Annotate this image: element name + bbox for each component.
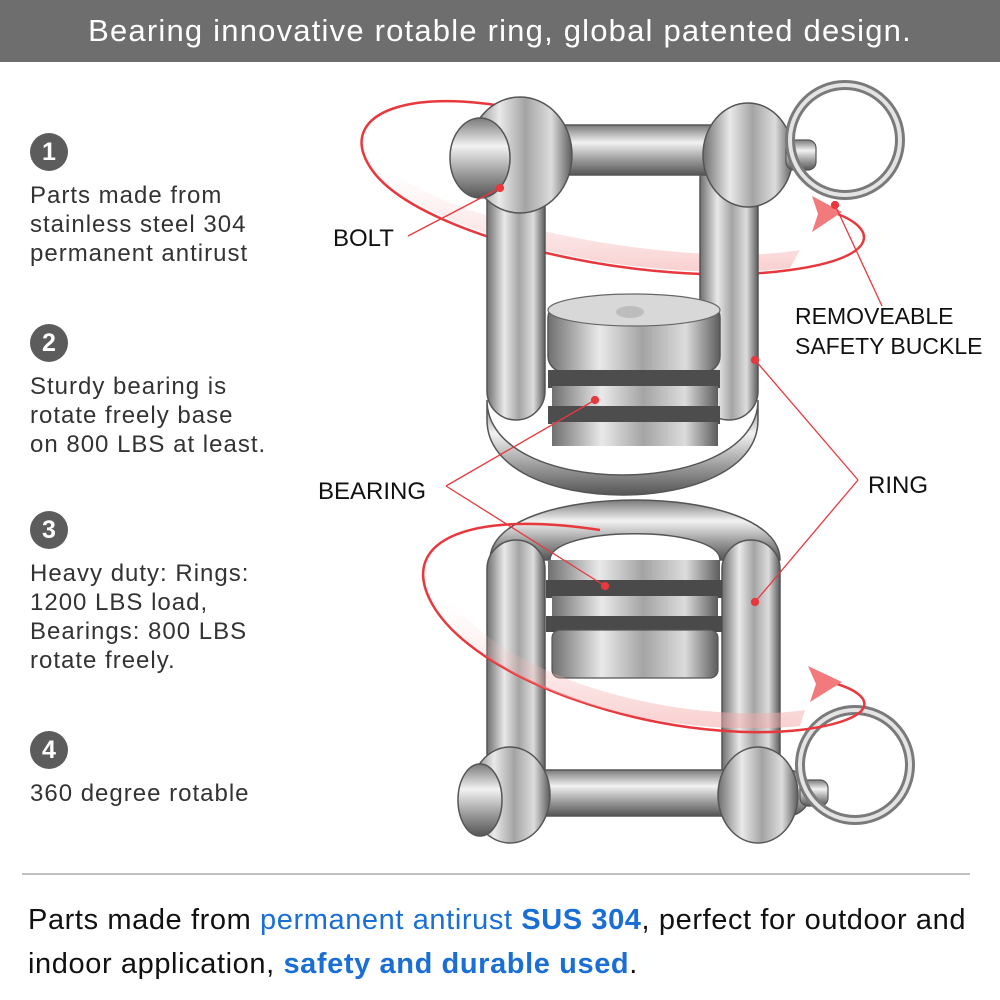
- feature-text-4: 360 degree rotable: [30, 780, 250, 807]
- feature-number-1: 1: [30, 133, 68, 171]
- footer-part-5: safety and durable used: [283, 948, 630, 980]
- header-banner: Bearing innovative rotable ring, global …: [0, 0, 1000, 62]
- feature-2: 2 Sturdy bearing is rotate freely base o…: [30, 324, 290, 459]
- footer-text: Parts made from permanent antirust SUS 3…: [28, 898, 978, 986]
- label-safety-buckle: REMOVEABLE SAFETY BUCKLE: [795, 303, 983, 359]
- footer-part-6: .: [629, 948, 638, 980]
- feature-text-3: Heavy duty: Rings: 1200 LBS load, Bearin…: [30, 560, 250, 674]
- footer-part-1: Parts made from: [28, 904, 260, 936]
- footer-part-2: permanent antirust: [260, 904, 522, 936]
- footer-part-3: SUS 304: [521, 904, 642, 936]
- lower-rotation-arrow: [421, 522, 866, 734]
- bottom-safety-ring: [795, 705, 915, 825]
- footer-divider: [22, 873, 970, 875]
- upper-shackle: [449, 96, 817, 496]
- feature-number-3: 3: [30, 511, 68, 549]
- feature-text-1: Parts made from stainless steel 304 perm…: [30, 182, 249, 267]
- label-bearing: BEARING: [318, 478, 427, 505]
- feature-4: 4 360 degree rotable: [30, 731, 290, 808]
- label-ring: RING: [868, 472, 928, 499]
- feature-number-2: 2: [30, 324, 68, 362]
- feature-number-4: 4: [30, 731, 68, 769]
- top-safety-ring: [785, 80, 905, 200]
- feature-1: 1 Parts made from stainless steel 304 pe…: [30, 133, 290, 268]
- callout-pointers: [407, 183, 883, 607]
- feature-3: 3 Heavy duty: Rings: 1200 LBS load, Bear…: [30, 511, 290, 675]
- label-bolt: BOLT: [333, 225, 394, 252]
- feature-text-2: Sturdy bearing is rotate freely base on …: [30, 373, 267, 458]
- footer-part-4: , perfect for outdoor and indoor applica…: [28, 904, 967, 980]
- bearing-stack: [547, 293, 721, 446]
